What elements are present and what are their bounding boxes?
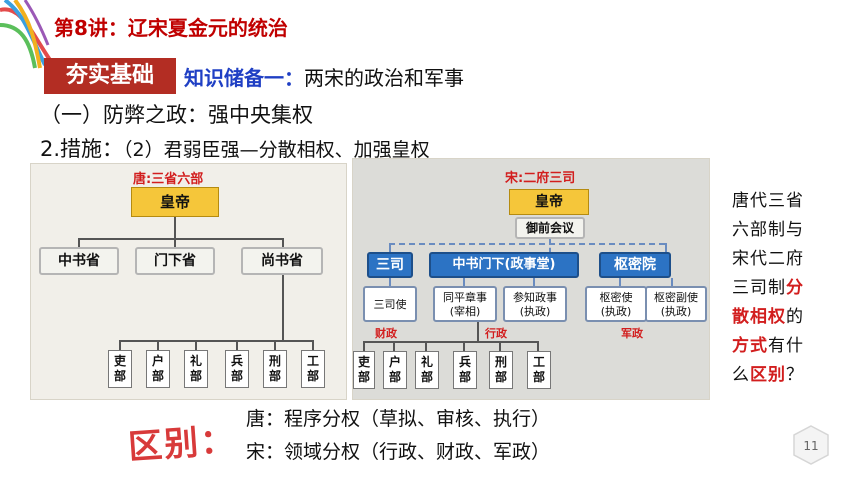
section-badge: 夯实基础 [44,58,176,94]
song-ministry: 兵部 [453,351,477,389]
tang-chart: 唐:三省六部 皇帝 中书省 门下省 尚书省 吏部 户部 礼部 兵部 刑部 工部 [30,163,347,400]
song-emperor: 皇帝 [509,189,589,215]
tang-ministry: 刑部 [263,350,287,388]
decorative-ribbons [0,0,52,69]
song-official: 三司使 [363,286,417,322]
subtitle-rest: 两宋的政治和军事 [304,66,464,90]
tang-emperor: 皇帝 [131,187,219,217]
heading-2-detail: （2）君弱臣强—分散相权、加强皇权 [123,139,430,161]
song-chart-title: 宋:二府三司 [505,171,576,186]
song-shumi: 枢密院 [599,252,671,278]
song-chart: 宋:二府三司 皇帝 御前会议 三司 中书门下(政事堂) 枢密院 三司使 同平章事… [352,158,710,400]
tang-ministry: 吏部 [108,350,132,388]
tang-zhongshu: 中书省 [39,247,119,275]
song-council: 御前会议 [515,217,585,239]
question-line: 唐代三省 [732,191,804,211]
tang-ministry: 工部 [301,350,325,388]
song-zhongshu: 中书门下(政事堂) [429,252,579,278]
label-admin: 行政 [485,327,507,340]
difference-label: 区别： [126,420,238,468]
song-ministry: 吏部 [353,351,375,389]
question-line: 散相权的 [732,307,804,327]
difference-song: 宋：领域分权（行政、财政、军政） [246,441,551,463]
song-official: 枢密使(执政) [585,286,647,322]
label-military: 军政 [621,327,643,340]
song-official: 枢密副使(执政) [645,286,707,322]
question-text: 唐代三省 六部制与 宋代二府 三司制分 散相权的 方式有什 么区别？ [732,187,832,390]
lecture-title: 第8讲：辽宋夏金元的统治 [54,16,288,40]
difference-tang: 唐：程序分权（草拟、审核、执行） [246,408,551,430]
song-ministry: 礼部 [415,351,439,389]
tang-menxia: 门下省 [135,247,215,275]
tang-ministry: 兵部 [225,350,249,388]
subtitle-main: 知识储备一： [184,66,304,90]
song-ministry: 工部 [527,351,551,389]
song-sansi: 三司 [367,252,413,278]
question-line: 三司制分 [732,278,804,298]
page-number: 11 [803,439,818,453]
question-line: 六部制与 [732,220,804,240]
heading-2: 2.措施：（2）君弱臣强—分散相权、加强皇权 [40,133,430,163]
tang-ministry: 礼部 [184,350,208,388]
song-official: 同平章事(宰相) [433,286,497,322]
song-ministry: 户部 [383,351,407,389]
song-ministry: 刑部 [489,351,513,389]
heading-1: （一）防弊之政：强中央集权 [40,103,313,127]
tang-shangshu: 尚书省 [241,247,323,275]
question-line: 么区别？ [732,365,804,385]
song-official: 参知政事(执政) [503,286,567,322]
subtitle: 知识储备一：两宋的政治和军事 [184,62,464,91]
heading-2-label: 2.措施： [40,137,124,161]
question-line: 方式有什 [732,336,804,356]
question-line: 宋代二府 [732,249,804,269]
tang-chart-title: 唐:三省六部 [133,172,204,187]
tang-ministry: 户部 [146,350,170,388]
page-number-badge: 11 [793,425,829,465]
label-finance: 财政 [375,327,397,340]
